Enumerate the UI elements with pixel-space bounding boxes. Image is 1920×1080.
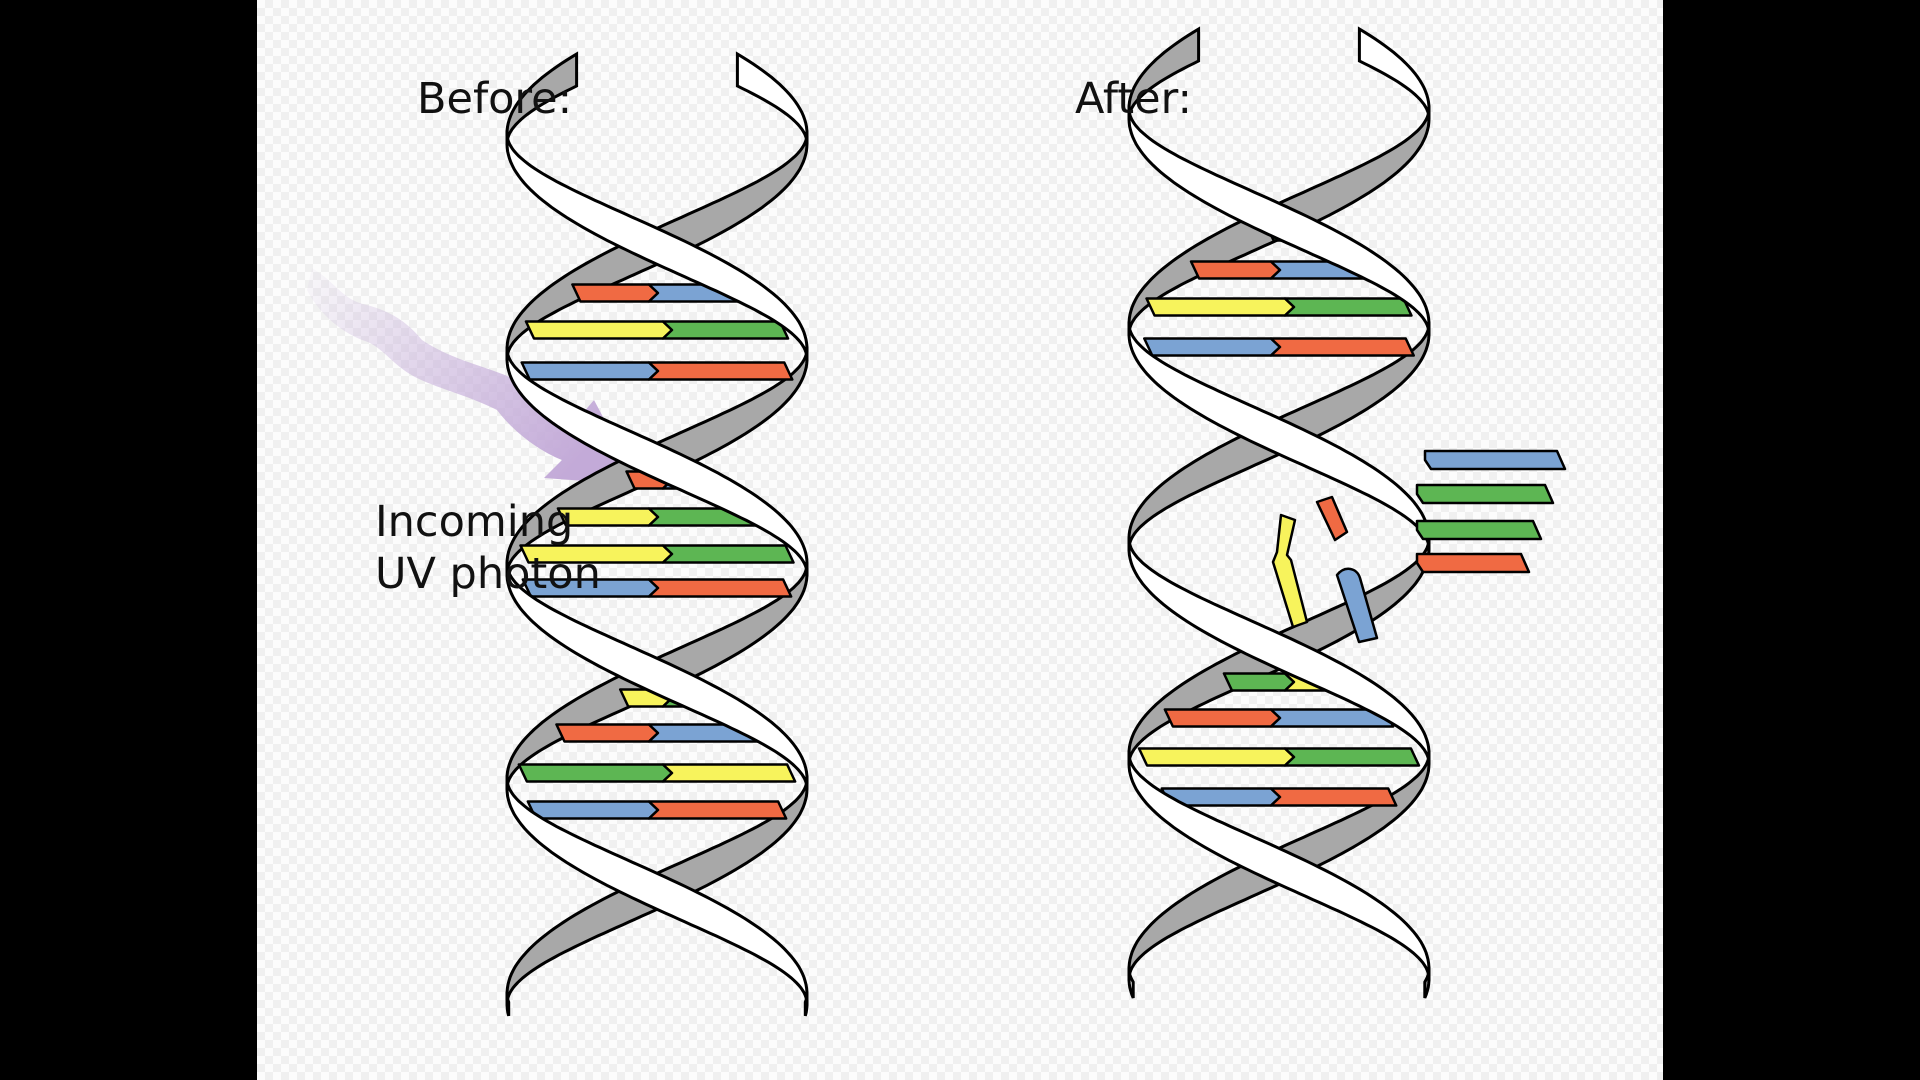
broken-base-blue — [1423, 449, 1567, 471]
front-strand-segment — [1127, 321, 1431, 552]
base-red — [647, 361, 794, 381]
base-green — [1222, 672, 1296, 692]
base-blue — [520, 361, 660, 381]
base-red — [647, 578, 793, 598]
base-blue — [1143, 337, 1282, 357]
front-strand-segment — [505, 130, 809, 361]
base-green — [1283, 747, 1421, 767]
front-strand-segment — [1127, 537, 1431, 765]
front-strand-segment — [1127, 750, 1431, 981]
front-strand-segment — [1127, 966, 1135, 999]
after-label: After: — [1075, 74, 1192, 124]
photon-label-line2: UV photon — [375, 549, 601, 600]
base-red — [571, 283, 660, 303]
damaged-base-yellow — [1271, 513, 1309, 629]
front-strand-segment — [1127, 105, 1431, 336]
damaged-base-red — [1315, 495, 1349, 542]
broken-base-green — [1415, 483, 1555, 505]
broken-base-red — [1415, 552, 1531, 574]
base-red — [647, 800, 788, 820]
base-green — [661, 544, 795, 564]
base-green — [1283, 297, 1413, 317]
dna-before — [505, 51, 809, 1017]
broken-base-green — [1415, 519, 1543, 541]
uv-photon-arrow — [307, 268, 639, 485]
dna-diagram — [307, 26, 1567, 1017]
base-red — [555, 723, 660, 743]
front-strand-segment — [505, 991, 511, 1017]
photon-label-line1: Incoming — [375, 497, 574, 547]
base-yellow — [1145, 297, 1296, 317]
before-label: Before: — [417, 74, 573, 124]
photon-label: Incoming UV photon — [375, 496, 601, 601]
front-strand-segment — [505, 346, 809, 577]
base-red — [1163, 708, 1282, 728]
base-yellow — [661, 763, 797, 783]
base-red — [1189, 260, 1282, 280]
base-yellow — [524, 320, 674, 340]
base-red — [1269, 337, 1415, 357]
base-blue — [526, 800, 660, 820]
front-strand-segment — [505, 562, 809, 790]
base-red — [1269, 787, 1398, 807]
dna-after — [1127, 26, 1567, 999]
front-strand-segment — [1357, 26, 1431, 120]
base-green — [517, 763, 674, 783]
base-yellow — [1137, 747, 1296, 767]
damaged-base-blue — [1335, 567, 1379, 644]
diagram-canvas: Before: After: Incoming UV photon — [257, 0, 1663, 1080]
front-strand-segment — [735, 51, 809, 145]
front-strand-segment — [505, 775, 809, 1006]
base-green — [661, 320, 790, 340]
